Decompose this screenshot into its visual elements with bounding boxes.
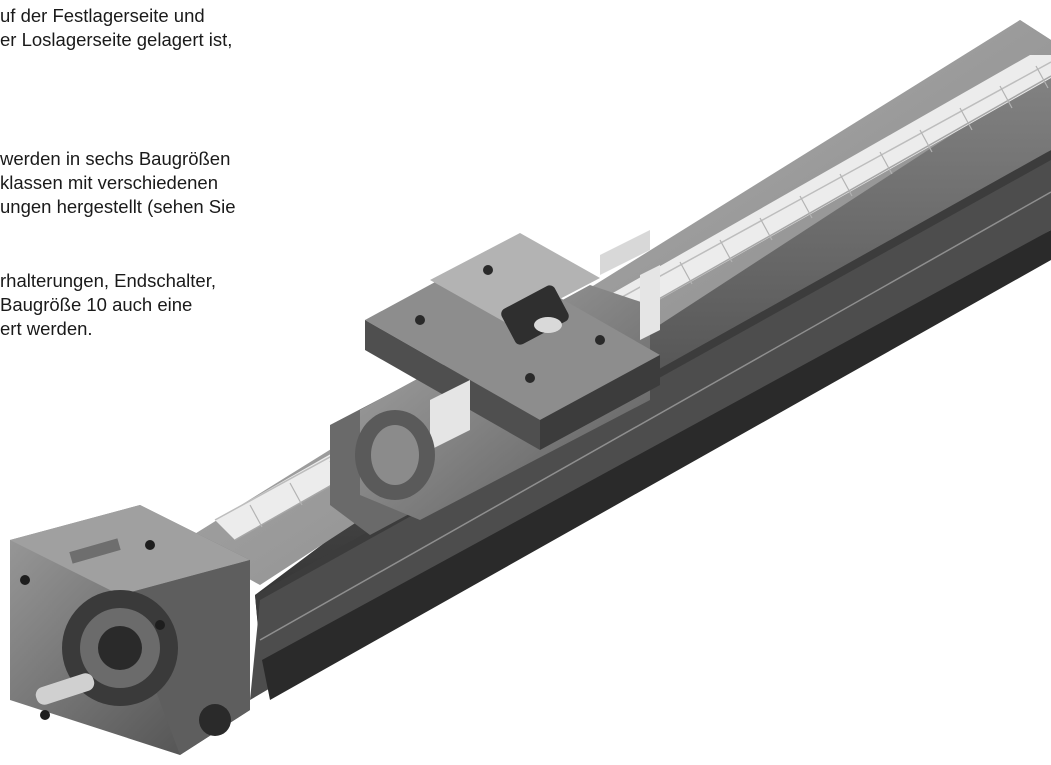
paragraph-2: werden in sechs Baugrößen klassen mit ve… — [0, 147, 236, 219]
paragraph-3: rhalterungen, Endschalter, Baugröße 10 a… — [0, 269, 216, 341]
text-line: werden in sechs Baugrößen — [0, 148, 231, 169]
text-line: rhalterungen, Endschalter, — [0, 270, 216, 291]
text-line: ert werden. — [0, 318, 93, 339]
end-housing — [10, 505, 250, 755]
text-line: klassen mit verschiedenen — [0, 172, 218, 193]
paragraph-1: uf der Festlagerseite und er Loslagersei… — [0, 4, 232, 52]
text-line: er Loslagerseite gelagert ist, — [0, 29, 233, 50]
text-line: Baugröße 10 auch eine — [0, 294, 193, 315]
carriage-block — [330, 233, 660, 535]
text-line: uf der Festlagerseite und — [0, 5, 205, 26]
text-line: ungen hergestellt (sehen Sie — [0, 196, 236, 217]
